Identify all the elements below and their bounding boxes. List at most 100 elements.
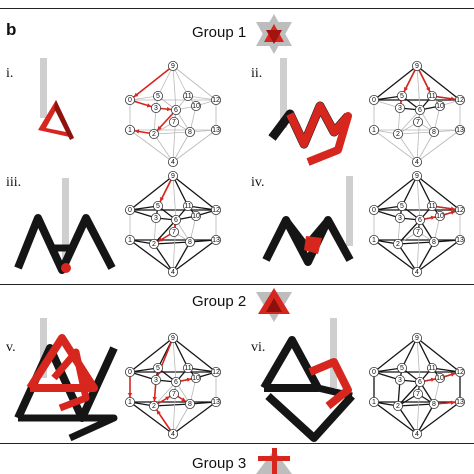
graph-edge (172, 403, 191, 435)
svg-text:2: 2 (396, 131, 400, 138)
graph-node-12: 12 (455, 205, 466, 216)
graph-node-8: 8 (185, 399, 196, 410)
graph-edge (153, 241, 191, 245)
graph-node-12: 12 (211, 205, 222, 216)
graph-node-11: 11 (427, 201, 438, 212)
svg-text:10: 10 (192, 103, 200, 110)
graph-node-7: 7 (413, 389, 424, 400)
graph-node-4: 4 (412, 267, 423, 278)
svg-text:1: 1 (372, 127, 376, 134)
graph-edge (153, 243, 174, 273)
graph-edge (129, 337, 174, 373)
svg-text:2: 2 (396, 241, 400, 248)
svg-text:10: 10 (436, 213, 444, 220)
svg-text:11: 11 (184, 93, 191, 100)
graph-edge (416, 337, 421, 383)
graph-edge (373, 129, 418, 163)
svg-text:8: 8 (432, 129, 436, 136)
graph-edge (172, 175, 189, 207)
graph-node-6: 6 (171, 377, 182, 388)
graph-node-1: 1 (125, 235, 135, 246)
graph-node-2: 2 (148, 239, 159, 250)
graph-edge (416, 131, 435, 163)
graph-edge (153, 131, 191, 135)
svg-text:0: 0 (372, 369, 376, 376)
svg-text:10: 10 (436, 103, 444, 110)
graph-node-8: 8 (185, 237, 196, 248)
subpanel-label-vi: vi. (251, 340, 266, 355)
render-iv (262, 176, 354, 266)
svg-text:9: 9 (171, 335, 175, 342)
graph-node-0: 0 (369, 367, 379, 378)
graph-edge (172, 65, 177, 111)
graph-node-6: 6 (171, 215, 182, 226)
graph-node-12: 12 (211, 367, 222, 378)
graph-edge (416, 129, 461, 163)
graph-edge (153, 403, 191, 407)
graph-node-10: 10 (191, 101, 202, 112)
graph-edge (416, 337, 461, 373)
graph-node-7: 7 (169, 389, 180, 400)
svg-text:2: 2 (152, 241, 156, 248)
graph-arrowhead (186, 377, 192, 382)
graph-edge (416, 65, 421, 111)
graph-arrowhead (158, 237, 163, 242)
graph-node-12: 12 (455, 95, 466, 106)
graph-edge (397, 241, 435, 245)
group-2-title: Group 2 (192, 293, 247, 310)
graph-node-8: 8 (429, 399, 440, 410)
svg-text:6: 6 (174, 107, 178, 114)
graph-node-6: 6 (415, 105, 426, 116)
render-v (14, 318, 118, 442)
graph-arrowhead (450, 400, 456, 405)
graph-edge (416, 337, 433, 369)
graph-node-2: 2 (148, 129, 159, 140)
graph-edge (416, 175, 421, 221)
graph-arrowhead (430, 215, 436, 220)
graph-arrowhead (133, 92, 139, 97)
graph-node-0: 0 (125, 205, 135, 216)
graph-edge (416, 241, 435, 273)
graph-arrowhead (166, 106, 172, 112)
graph-edge (129, 175, 174, 211)
graph-node-3: 3 (395, 103, 406, 114)
graph-edge (397, 243, 418, 273)
svg-text:7: 7 (172, 119, 176, 126)
svg-text:0: 0 (128, 207, 132, 214)
svg-text:5: 5 (400, 365, 404, 372)
svg-text:5: 5 (400, 93, 404, 100)
graph-node-0: 0 (125, 367, 135, 378)
svg-text:13: 13 (212, 399, 220, 406)
svg-text:1: 1 (372, 237, 376, 244)
graph-edge (172, 175, 217, 211)
graph-arrowhead (181, 397, 186, 402)
graph-node-7: 7 (413, 117, 424, 128)
svg-text:8: 8 (432, 239, 436, 246)
group-3-icon (256, 448, 292, 474)
svg-text:6: 6 (418, 217, 422, 224)
graph-edge (416, 175, 433, 207)
svg-text:9: 9 (415, 173, 419, 180)
graph-node-3: 3 (151, 375, 162, 386)
svg-text:7: 7 (416, 391, 420, 398)
graph-edge (153, 219, 177, 245)
graph-edge (172, 129, 217, 163)
graph-edge (172, 239, 217, 273)
graph-node-4: 4 (168, 157, 179, 168)
graph-edge (172, 175, 177, 221)
svg-text:13: 13 (456, 399, 464, 406)
graph-arrowhead (165, 396, 170, 401)
graph-node-13: 13 (455, 235, 466, 246)
graph-edge (397, 219, 421, 245)
svg-text:4: 4 (171, 269, 175, 276)
svg-text:10: 10 (436, 375, 444, 382)
svg-text:0: 0 (128, 369, 132, 376)
subpanel-label-v: v. (6, 340, 16, 355)
graph-node-4: 4 (412, 157, 423, 168)
render-i (38, 58, 74, 140)
graph-edge (172, 241, 191, 273)
